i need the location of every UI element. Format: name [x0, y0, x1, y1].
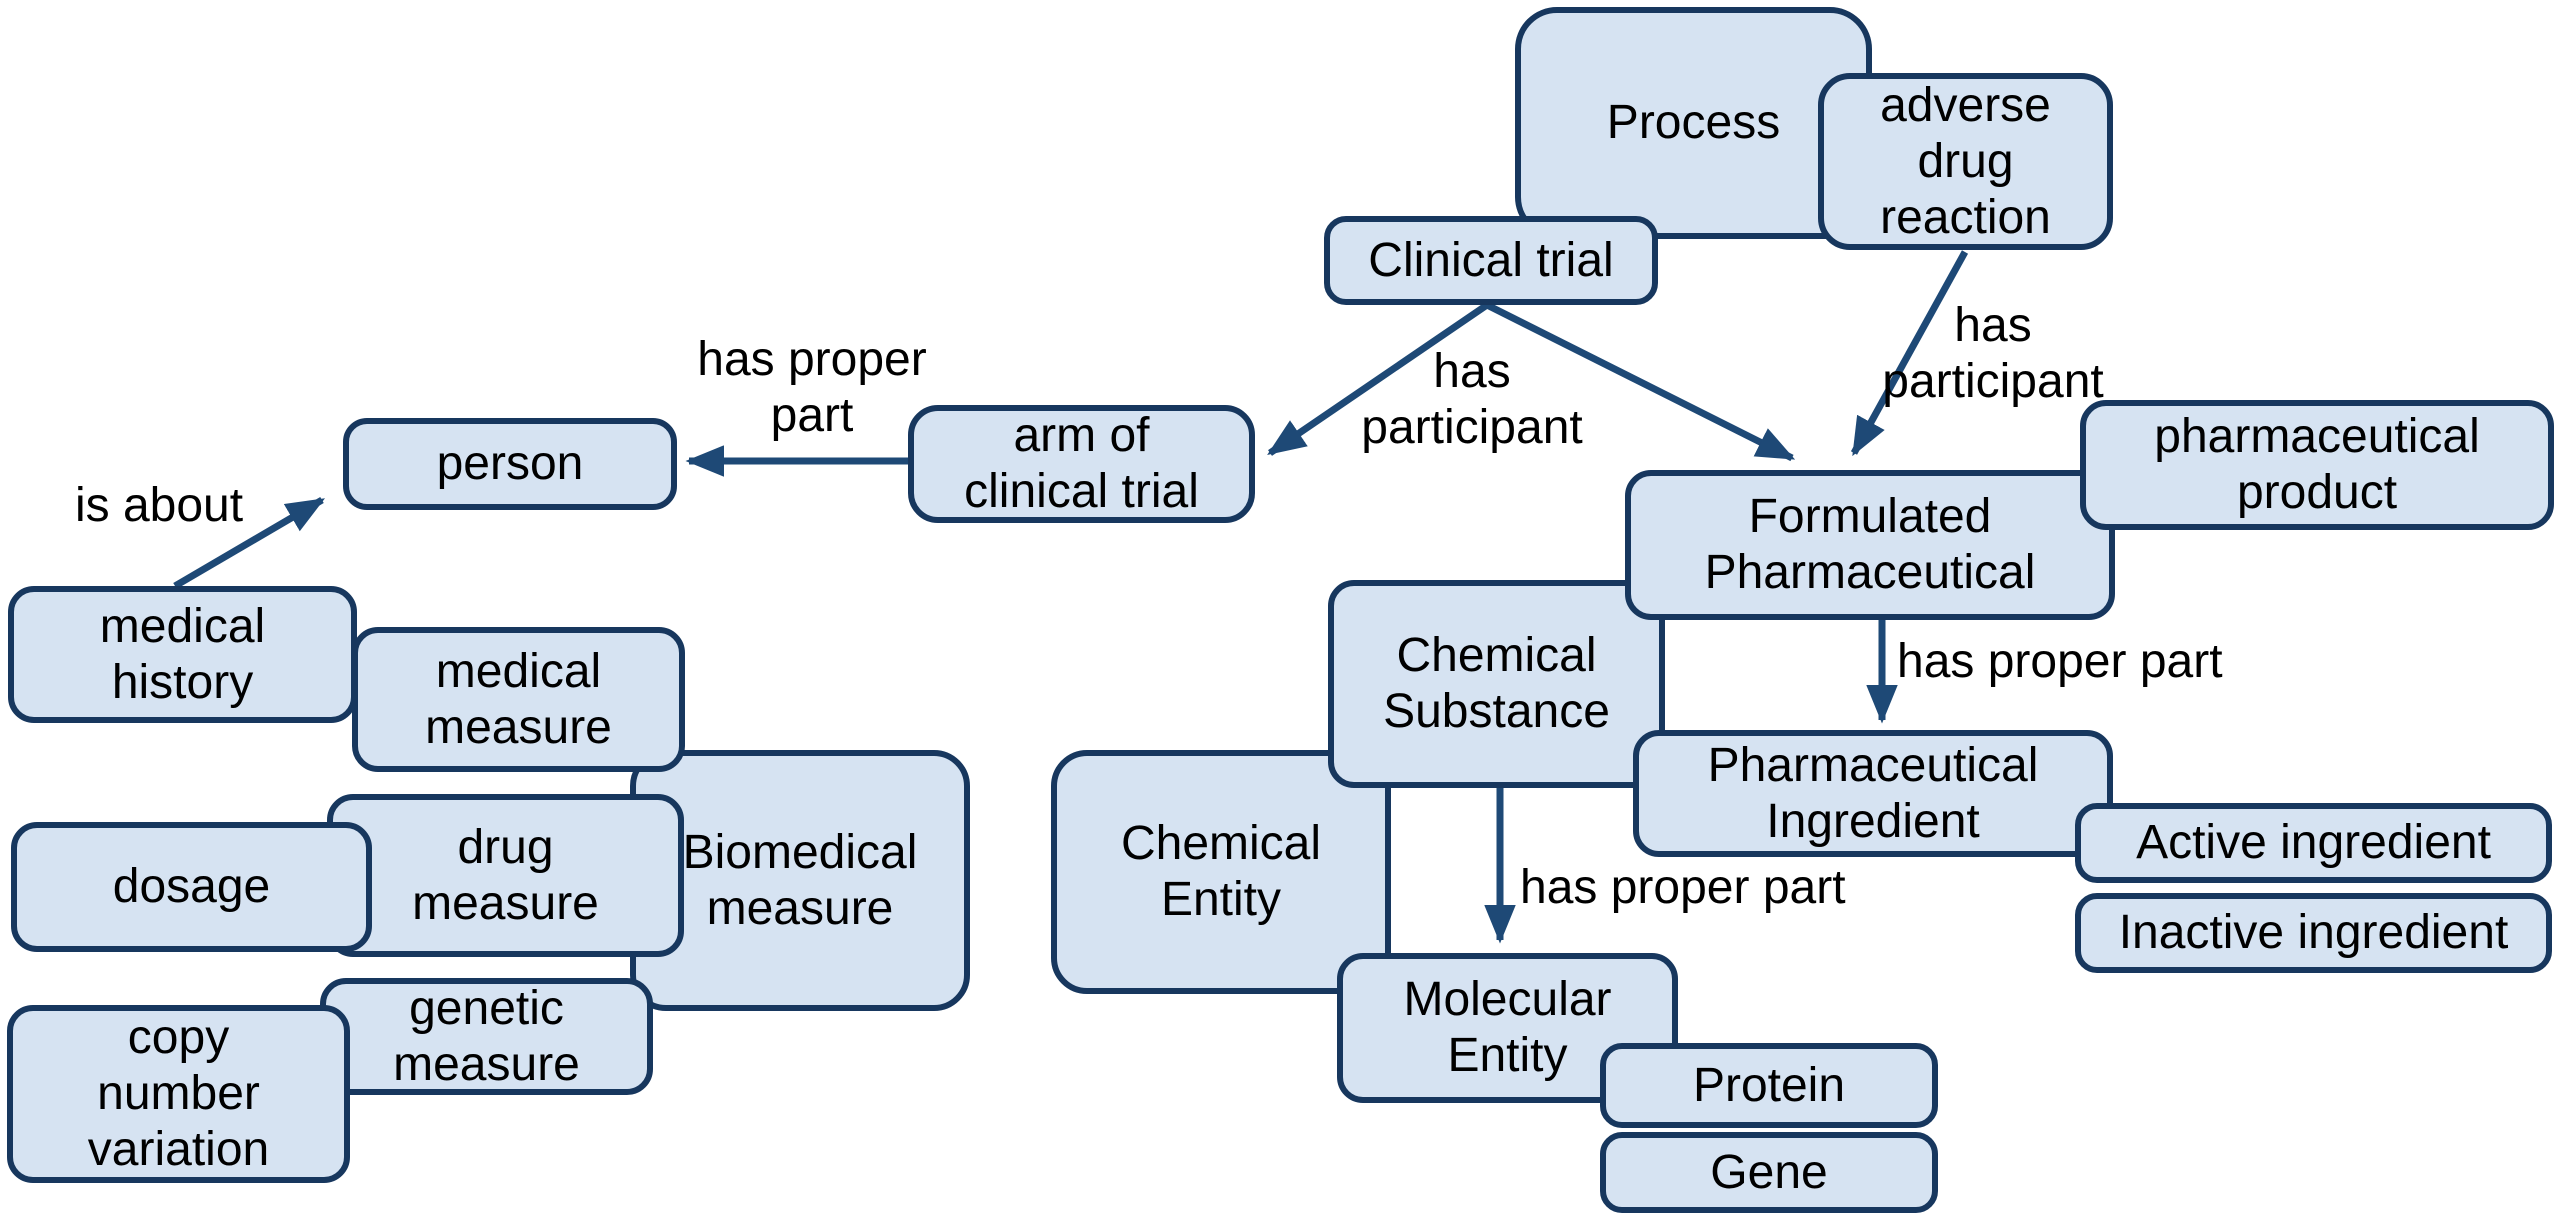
edge-label-has-proper-part-ingredient: has proper part: [1897, 635, 2223, 688]
node-protein: Protein: [1600, 1043, 1938, 1128]
edge-label-has-proper-part-molecular: has proper part: [1520, 861, 1846, 914]
node-active-ingredient: Active ingredient: [2075, 803, 2552, 883]
node-medical-measure: medical measure: [352, 627, 685, 772]
node-clinical-trial: Clinical trial: [1324, 216, 1658, 305]
arrow-history-to-person: [173, 496, 326, 590]
node-copy-number-variation: copy number variation: [7, 1005, 350, 1183]
node-gene: Gene: [1600, 1132, 1938, 1213]
node-chemical-entity: Chemical Entity: [1051, 750, 1391, 994]
node-biomedical-measure: Biomedical measure: [630, 750, 970, 1011]
node-drug-measure: drug measure: [327, 794, 684, 957]
node-chemical-substance: Chemical Substance: [1328, 580, 1665, 788]
edge-label-has-participant-right: has participant: [1882, 299, 2104, 408]
node-person: person: [343, 418, 677, 510]
node-medical-history: medical history: [8, 586, 357, 723]
node-dosage: dosage: [11, 822, 372, 952]
node-inactive-ingredient: Inactive ingredient: [2075, 893, 2552, 973]
node-formulated-pharmaceutical: Formulated Pharmaceutical: [1625, 470, 2115, 620]
arrow-clinical-to-arm: [1267, 302, 1489, 456]
node-arm-of-clinical-trial: arm of clinical trial: [908, 405, 1255, 523]
node-pharmaceutical-product: pharmaceutical product: [2080, 400, 2554, 530]
node-adverse-drug-reaction: adverse drug reaction: [1818, 73, 2113, 250]
edge-label-has-proper-part-person: has proper part: [697, 333, 927, 442]
edge-label-has-participant-left: has participant: [1361, 345, 1583, 454]
arrow-adverse-to-formulated: [1850, 250, 1969, 457]
edge-label-is-about: is about: [74, 479, 244, 532]
arrow-clinical-to-formulated: [1485, 301, 1796, 462]
node-pharmaceutical-ingredient: Pharmaceutical Ingredient: [1633, 730, 2113, 857]
node-genetic-measure: genetic measure: [320, 978, 653, 1095]
node-process: Process: [1515, 7, 1872, 239]
